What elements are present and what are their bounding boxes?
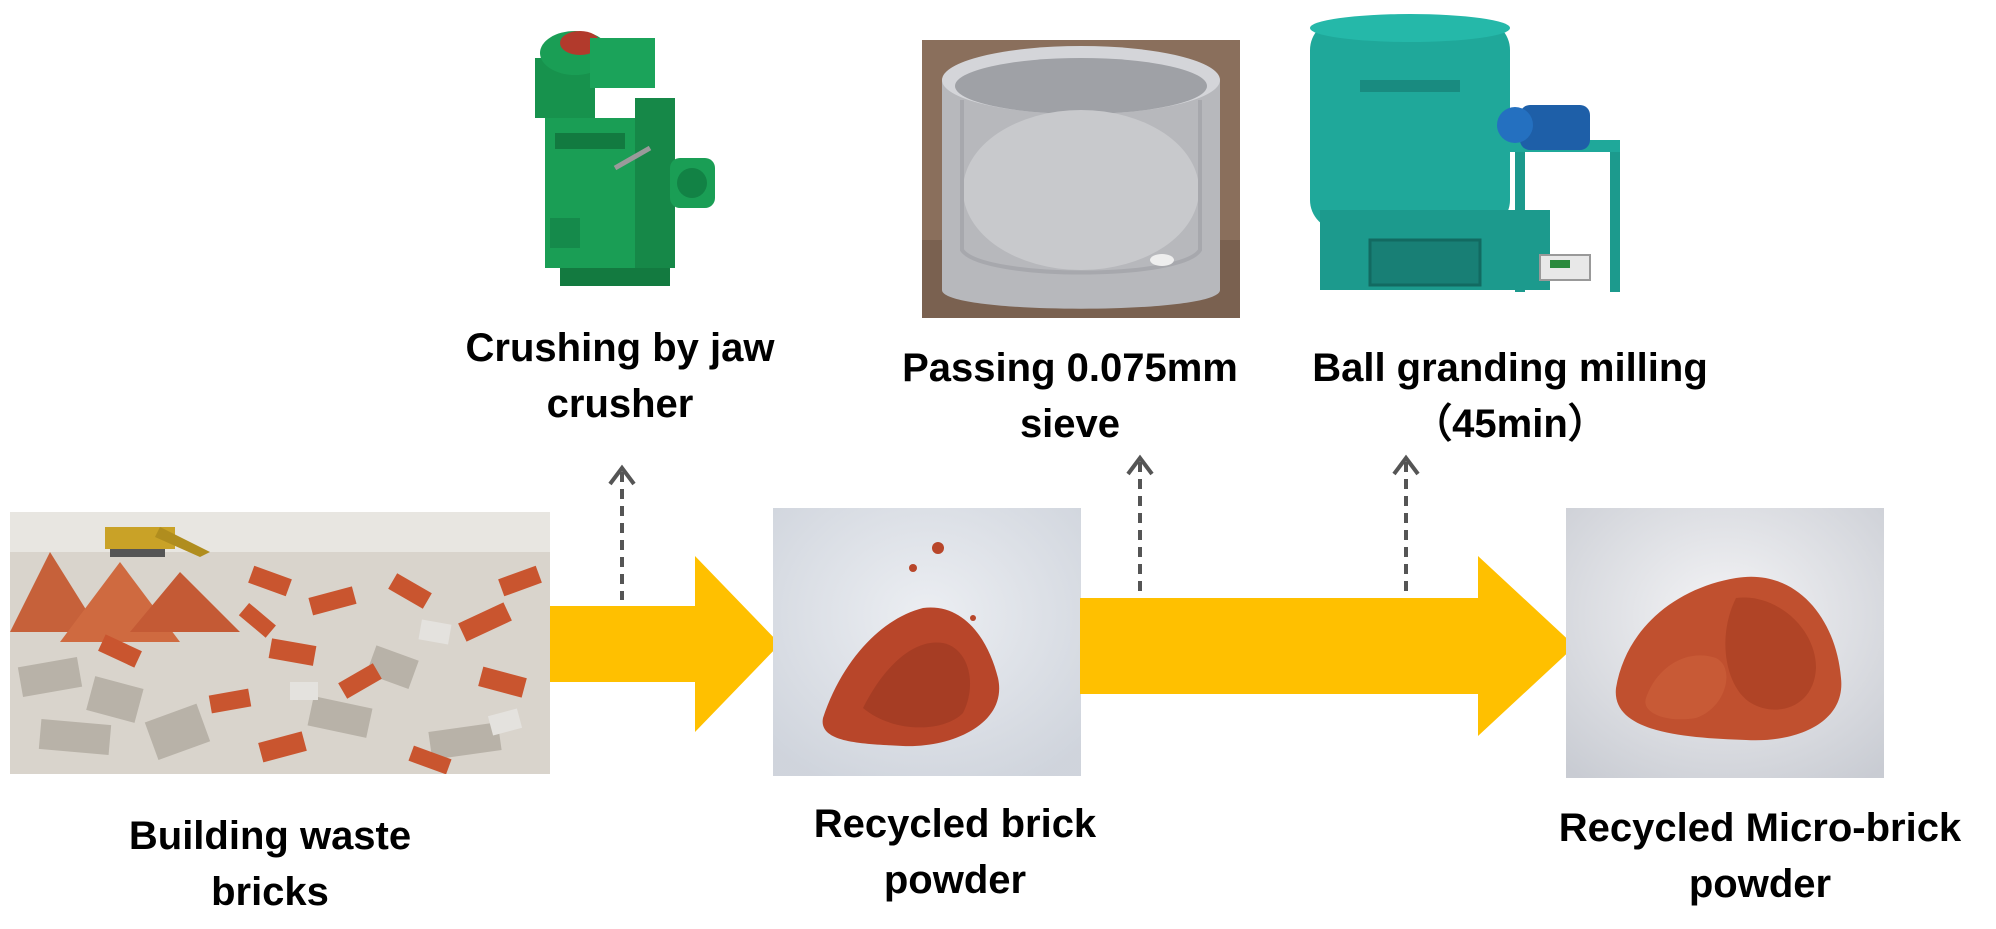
- jaw-crusher-icon: [520, 18, 730, 293]
- sieve-icon: [922, 40, 1240, 318]
- passing-sieve-label: Passing 0.075mm sieve: [902, 346, 1238, 446]
- building-waste-bricks-label: Building waste bricks: [128, 814, 412, 914]
- recycled-micro-brick-powder-label: Recycled Micro-brick powder: [1558, 806, 1962, 906]
- recycled-micro-brick-powder-photo: [1566, 508, 1884, 778]
- building-waste-bricks-photo: [10, 512, 550, 774]
- excavator-icon: [105, 527, 210, 557]
- recycled-brick-powder-label: Recycled brick powder: [813, 802, 1097, 902]
- crushing-by-jaw-crusher-label: Crushing by jaw crusher: [465, 326, 775, 426]
- up-arrow-icon: [1126, 454, 1154, 598]
- up-arrow-icon: [608, 464, 636, 600]
- ball-mill-icon: [1300, 10, 1635, 310]
- flow-arrow-2: [1080, 556, 1575, 736]
- up-arrow-icon: [1392, 454, 1420, 598]
- ball-milling-label: Ball granding milling （45min）: [1312, 346, 1708, 446]
- recycled-brick-powder-photo: [773, 508, 1081, 776]
- flow-arrow-1: [550, 556, 780, 732]
